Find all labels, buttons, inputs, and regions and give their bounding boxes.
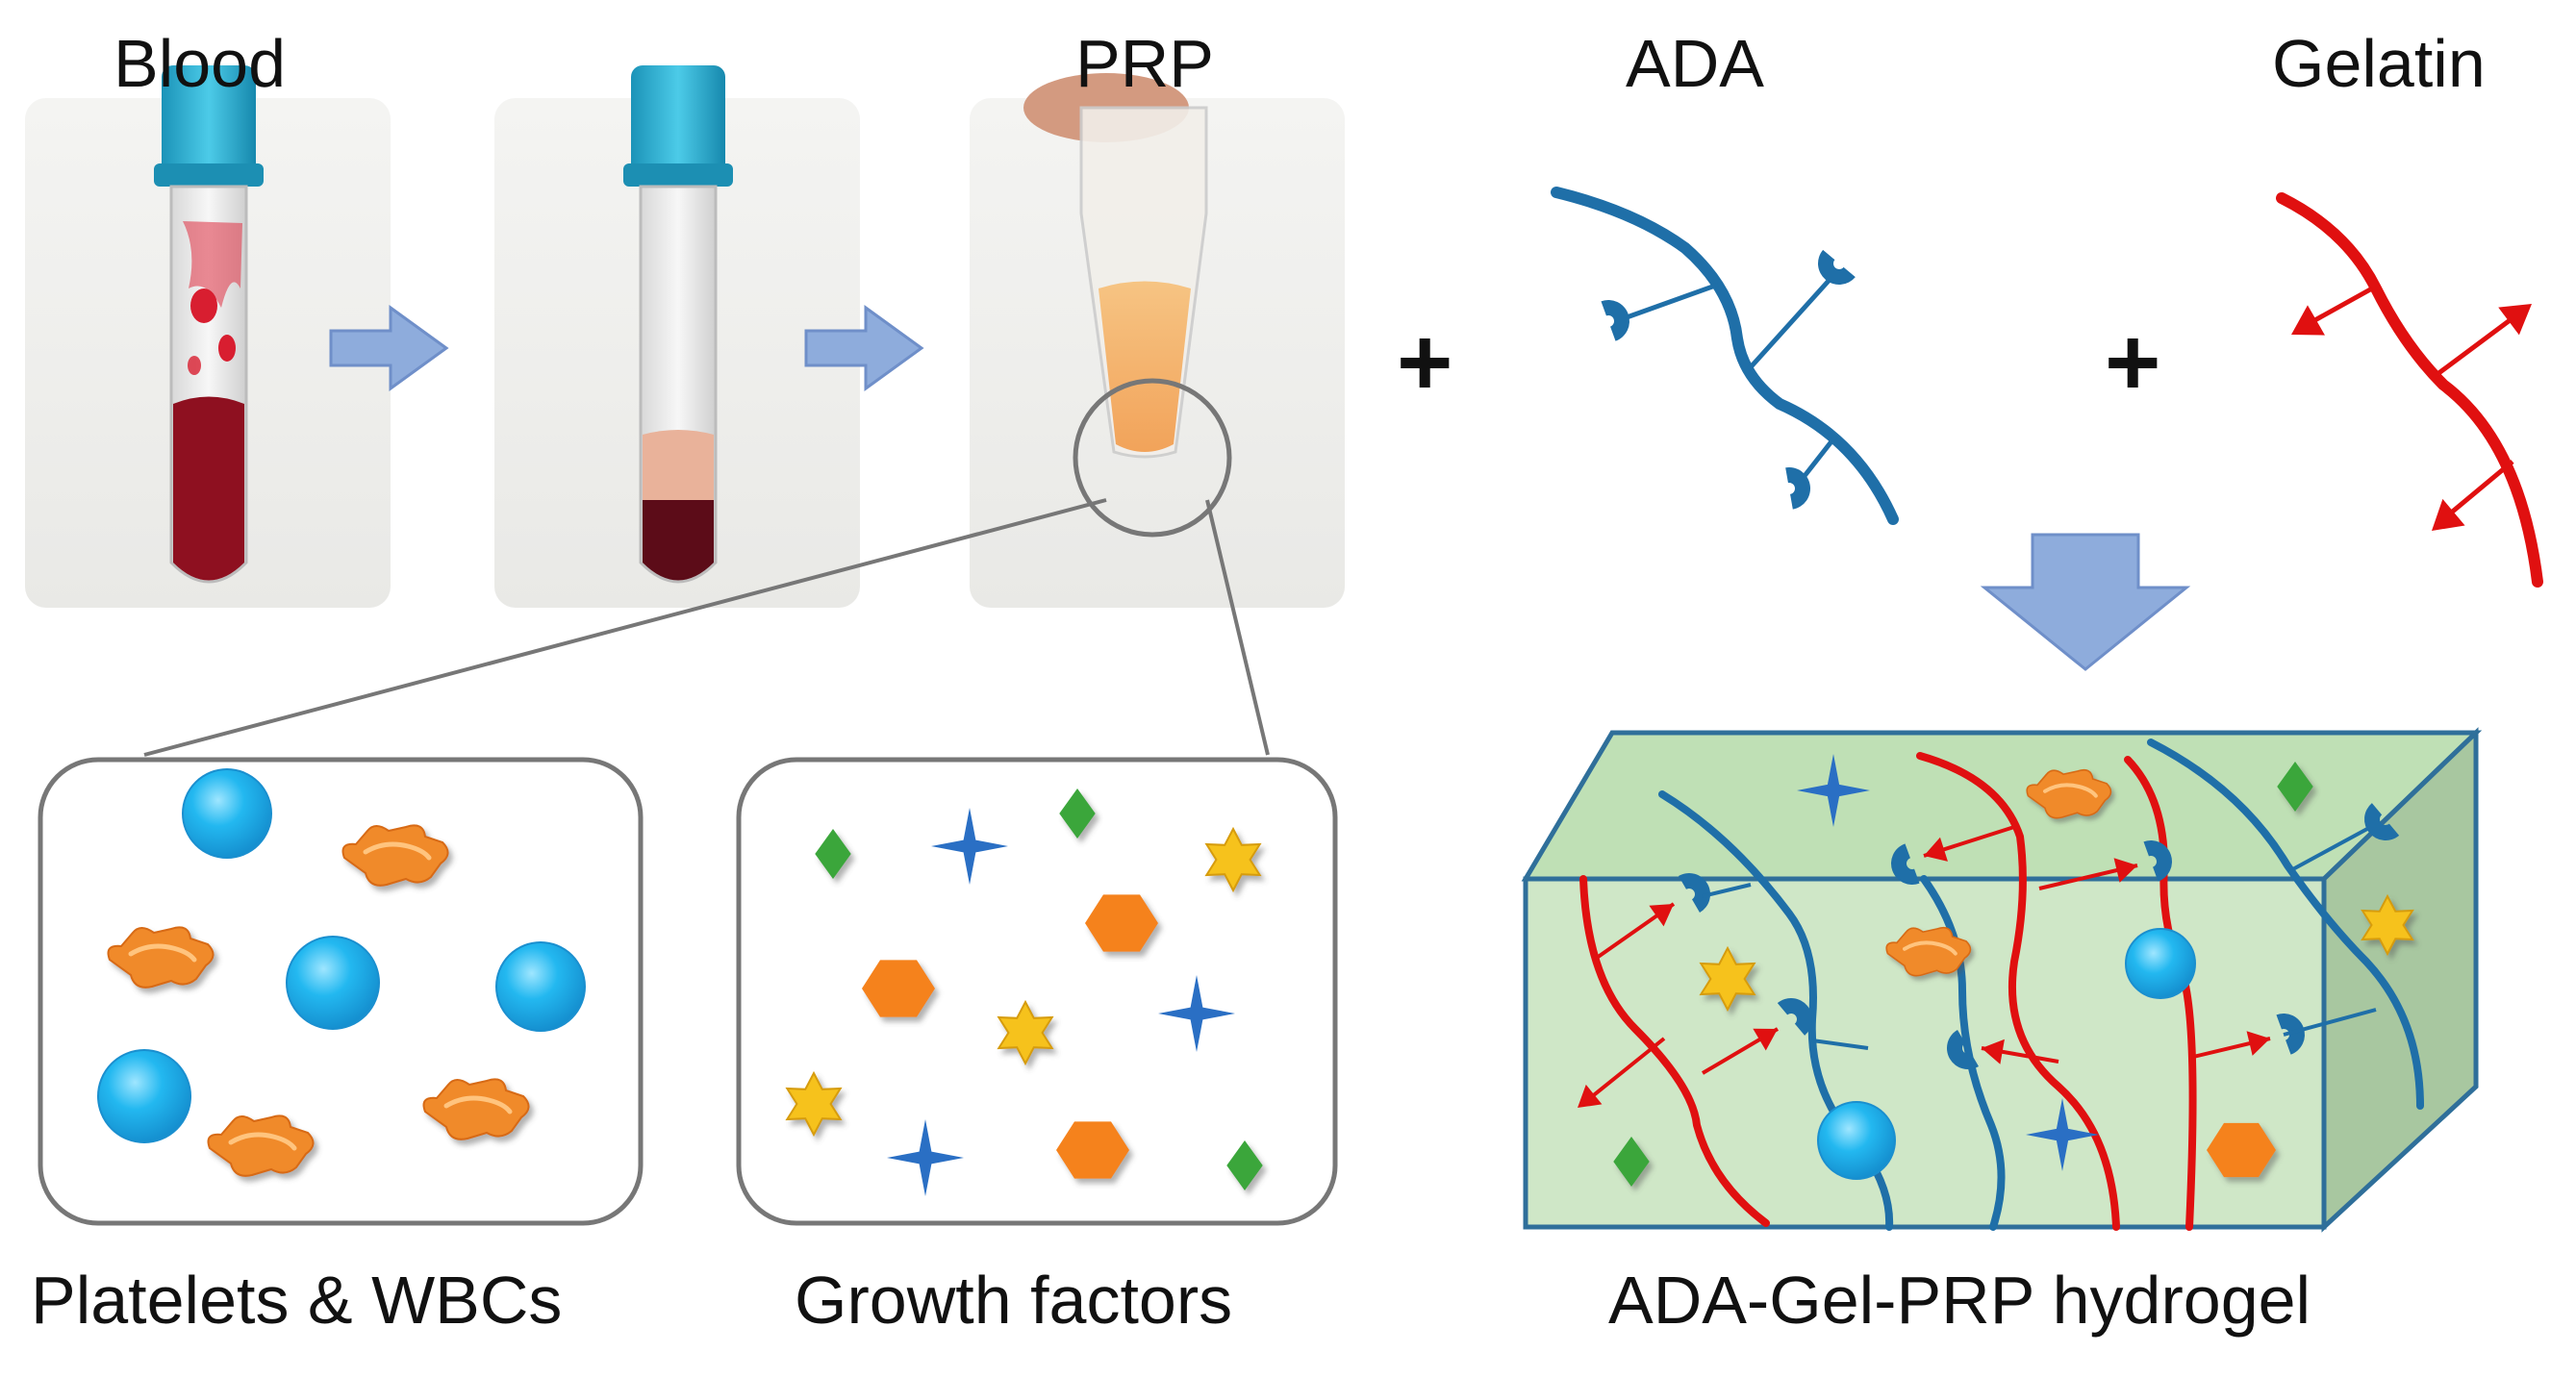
ada-cup-1	[1601, 300, 1629, 341]
tube-cap	[631, 65, 725, 179]
gelatin-arrow-2	[2498, 304, 2532, 336]
gel-platelet	[1885, 926, 1972, 977]
gel-red-strand	[1916, 752, 2120, 1231]
arrow-right-2	[804, 305, 924, 391]
gel-blue-strand	[1920, 875, 2006, 1231]
wbc-cell	[286, 936, 380, 1030]
label-growth-factors: Growth factors	[795, 1263, 1233, 1338]
gelatin-arrow-3	[2432, 498, 2465, 531]
hydrogel-block	[1521, 727, 2483, 1233]
platelet	[422, 1078, 530, 1140]
wbc-cell	[97, 1049, 191, 1143]
platelet	[341, 824, 449, 887]
label-platelets-wbcs: Platelets & WBCs	[31, 1263, 563, 1338]
gel-red-strand	[1579, 875, 1770, 1227]
ada-strand	[1551, 187, 1899, 525]
gel-diamond	[1613, 1137, 1650, 1187]
gf-diamond	[815, 829, 851, 879]
gf-star4	[1158, 975, 1235, 1052]
box-frame	[736, 757, 1338, 1226]
platelet	[107, 926, 215, 989]
gf-star6	[997, 999, 1054, 1066]
gel-star4	[1797, 754, 1870, 827]
gel-wbc-cell	[1817, 1101, 1896, 1180]
wbc-cell	[182, 768, 272, 859]
platelet	[207, 1114, 315, 1177]
zoom-line-left	[143, 498, 1107, 757]
gel-hexagon	[2207, 1122, 2276, 1178]
plasma-layer	[643, 430, 714, 500]
arrow-down	[1980, 533, 2191, 671]
plus-sign-2: +	[2105, 309, 2161, 416]
box-platelets-wbcs	[38, 757, 644, 1226]
gel-star6	[1699, 945, 1756, 1013]
gel-crosslink	[1947, 1029, 2059, 1069]
plus-sign-1: +	[1397, 309, 1453, 416]
gel-cup	[2364, 803, 2400, 840]
gf-hexagon	[1085, 894, 1158, 952]
ada-cup-2	[1818, 249, 1856, 285]
tube-prp	[1023, 73, 1208, 459]
label-blood: Blood	[114, 26, 287, 101]
rbc-layer	[643, 500, 714, 581]
gf-hexagon	[1056, 1121, 1129, 1179]
ada-backbone	[1551, 187, 1899, 525]
gel-crosslink	[1701, 998, 1812, 1075]
gf-hexagon	[862, 960, 935, 1017]
gf-star4	[887, 1119, 964, 1196]
gf-star6	[1204, 826, 1262, 893]
gelatin-backbone	[2276, 192, 2543, 588]
gel-star6	[2361, 893, 2414, 957]
gf-diamond	[1226, 1140, 1263, 1190]
blood-fill	[173, 396, 244, 581]
gel-crosslink	[1891, 825, 2015, 885]
prp-liquid	[1099, 281, 1191, 452]
gf-diamond	[1059, 789, 1096, 839]
gel-crosslink	[1595, 873, 1710, 960]
label-gelatin: Gelatin	[2272, 26, 2486, 101]
gelatin-strand	[2276, 192, 2543, 588]
box-growth-factors	[736, 757, 1338, 1226]
tube-cap	[162, 65, 256, 179]
wbc-cell	[495, 941, 586, 1032]
zoom-line-right	[1205, 499, 1270, 756]
label-hydrogel: ADA-Gel-PRP hydrogel	[1608, 1263, 2311, 1338]
gel-crosslink	[2038, 840, 2172, 890]
label-prp: PRP	[1075, 26, 1214, 101]
zoom-circle	[1073, 378, 1232, 538]
arrow-right-1	[329, 305, 449, 391]
gel-blue-strand	[2147, 739, 2424, 1110]
ada-cup-3	[1785, 467, 1810, 510]
gel-free-arrow	[1578, 1037, 1666, 1108]
gf-star6	[785, 1070, 843, 1138]
label-ada: ADA	[1626, 26, 1764, 101]
tube-blood	[154, 65, 264, 584]
gel-platelet	[2026, 768, 2112, 819]
gelatin-arrow-1	[2291, 305, 2325, 336]
gel-diamond	[2277, 762, 2313, 812]
gel-wbc-cell	[2125, 928, 2196, 999]
tube-centrifuged	[623, 65, 733, 584]
gf-star4	[931, 808, 1008, 885]
gel-star4	[2026, 1098, 2099, 1171]
